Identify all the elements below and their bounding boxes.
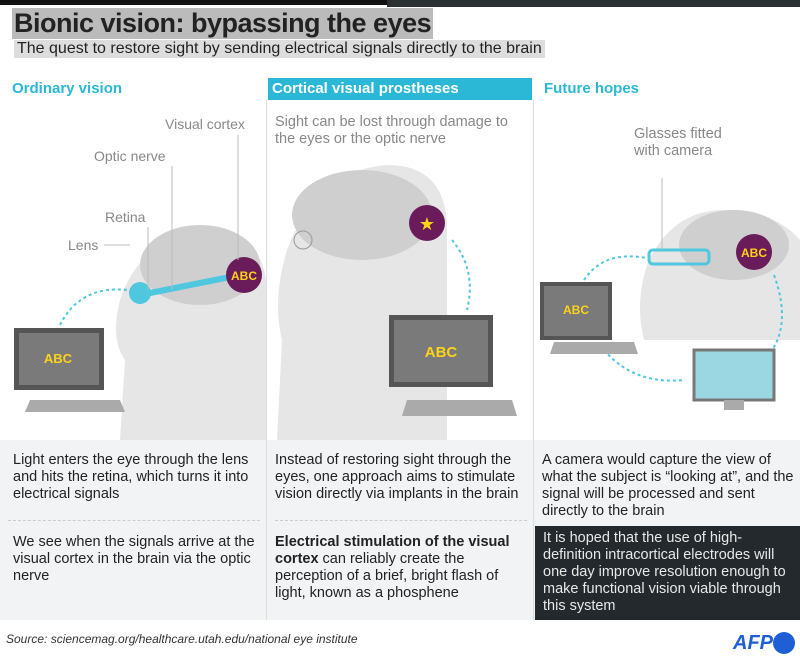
label-lens: Lens — [68, 237, 98, 253]
label-retina: Retina — [105, 209, 146, 225]
divider — [275, 520, 527, 521]
future-text-1: A camera would capture the view of what … — [542, 452, 794, 519]
cortical-prosthesis-illustration: ★ Sight can be lost through damage to th… — [275, 114, 517, 440]
column-heading-ordinary: Ordinary vision — [12, 80, 123, 97]
cortical-text-2-bold: Electrical stimulation of the visual cor… — [275, 534, 510, 567]
cortical-text-1: Instead of restoring sight through the e… — [275, 452, 519, 502]
panel-cortical: Instead of restoring sight through the e… — [267, 440, 533, 620]
page-subtitle: The quest to restore sight by sending el… — [14, 40, 545, 58]
label-optic-nerve: Optic nerve — [94, 148, 166, 164]
processed-display-icon — [692, 348, 776, 402]
keyboard-icon — [402, 400, 517, 416]
page-title: Bionic vision: bypassing the eyes — [12, 8, 434, 39]
phosphene-glow — [409, 205, 445, 241]
brain-abc: ABC — [741, 246, 767, 260]
ordinary-text-2: We see when the signals arrive at the vi… — [13, 534, 255, 584]
brain-icon — [679, 210, 789, 280]
eye-icon — [129, 282, 151, 304]
future-highlight-box: It is hoped that the use of high-definit… — [535, 526, 800, 620]
column-heading-cortical: Cortical visual prostheses — [268, 78, 532, 100]
screen-abc: ABC — [44, 351, 73, 366]
ordinary-vision-illustration: ABC Visual cortex Optic nerve Retina Len… — [14, 116, 266, 440]
top-bar-accent — [387, 0, 800, 7]
keyboard-icon — [25, 400, 125, 412]
afp-logo-dot — [773, 632, 795, 654]
visual-cortex-glow — [736, 234, 772, 270]
cortical-text-2: Electrical stimulation of the visual cor… — [275, 534, 510, 601]
future-hopes-illustration: ABC Glasses fitted with camera ABC — [540, 126, 800, 410]
label-visual-cortex: Visual cortex — [165, 116, 245, 132]
keyboard-icon — [550, 342, 638, 354]
eye-icon — [293, 230, 313, 250]
panel-ordinary: Light enters the eye through the lens an… — [0, 440, 266, 620]
source-note: Source: sciencemag.org/healthcare.utah.e… — [6, 632, 358, 646]
camera-glasses-icon — [647, 248, 711, 266]
screen-abc: ABC — [563, 303, 589, 317]
screen-abc: ABC — [425, 344, 458, 361]
divider — [8, 520, 260, 521]
afp-logo: AFP — [733, 632, 773, 654]
brain-abc: ABC — [231, 269, 257, 283]
divider — [533, 100, 534, 620]
label-caption: Sight can be lost through damage to the … — [275, 114, 508, 147]
column-heading-future: Future hopes — [544, 80, 640, 97]
visual-cortex-glow — [226, 257, 262, 293]
label-glasses: Glasses fitted with camera — [634, 126, 722, 159]
brain-icon — [292, 170, 432, 260]
star-icon: ★ — [419, 214, 435, 234]
future-text-2: It is hoped that the use of high-definit… — [543, 530, 786, 614]
divider — [266, 100, 267, 620]
ordinary-text-1: Light enters the eye through the lens an… — [13, 452, 249, 502]
